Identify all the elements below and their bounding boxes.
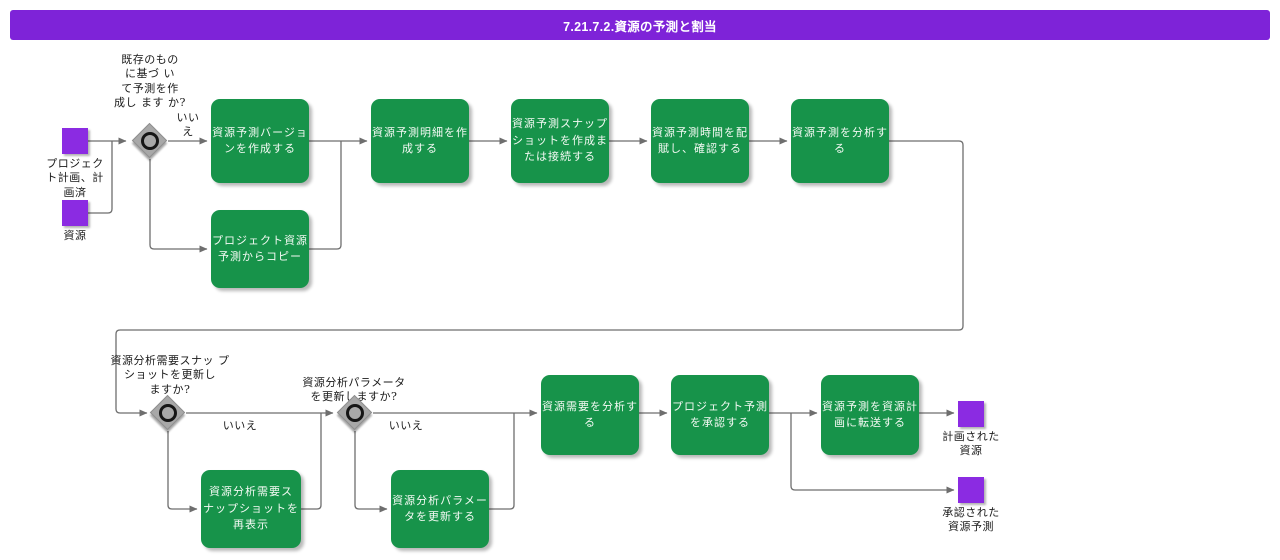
task-create-forecast-detail[interactable]: 資源予測明細を作 成する xyxy=(371,99,469,183)
task-approve-project-forecast[interactable]: プロジェクト予測 を承認する xyxy=(671,375,769,455)
task-create-forecast-detail-label: 資源予測明細を作 成する xyxy=(372,125,468,156)
connector-gateway3-down-to-update-params xyxy=(354,431,388,513)
start-event-project-plan[interactable] xyxy=(62,128,88,154)
gateway-create-from-existing[interactable] xyxy=(131,122,168,159)
connector-copy-merge xyxy=(309,141,342,250)
task-update-analysis-params[interactable]: 資源分析パラメー タを更新する xyxy=(391,470,489,548)
diagram-title-bar: 7.21.7.2.資源の予測と割当 xyxy=(10,10,1270,40)
task-analyze-demand-label: 資源需要を分析す る xyxy=(542,399,638,430)
task-analyze-demand[interactable]: 資源需要を分析す る xyxy=(541,375,639,455)
connector-redisplay-merge xyxy=(301,413,322,510)
end-event-planned-resource[interactable] xyxy=(958,401,984,427)
diagram-title: 7.21.7.2.資源の予測と割当 xyxy=(563,19,717,34)
branch-label-no-1: いい え xyxy=(176,111,200,139)
branch-label-no-3: いいえ xyxy=(388,419,424,432)
end-event-approved-forecast-label: 承認された 資源予測 xyxy=(942,506,1000,534)
task-analyze-forecast-label: 資源予測を分析す る xyxy=(792,125,888,156)
task-copy-project-forecast-label: プロジェクト資源 予測からコピー xyxy=(212,233,308,264)
end-event-planned-resource-label: 計画された 資源 xyxy=(942,430,1000,458)
task-create-or-connect-snapshot[interactable]: 資源予測スナップ ショットを作成ま たは接続する xyxy=(511,99,609,183)
task-redisplay-demand-snapshot-label: 資源分析需要ス ナップショットを 再表示 xyxy=(203,485,299,532)
connector-approve-branch-to-end2 xyxy=(790,413,955,494)
circle-gateway-icon xyxy=(159,404,177,422)
connector-gateway2-down-to-redisplay xyxy=(167,431,198,513)
task-allocate-confirm-time[interactable]: 資源予測時間を配 賦し、確認する xyxy=(651,99,749,183)
task-create-forecast-version[interactable]: 資源予測バージョ ンを作成する xyxy=(211,99,309,183)
question-update-snapshot: 資源分析需要スナッ プ ショットを更新し ますか? xyxy=(110,354,230,396)
circle-gateway-icon xyxy=(346,404,364,422)
gateway-update-params[interactable] xyxy=(336,394,373,431)
start-event-resource[interactable] xyxy=(62,200,88,226)
task-transfer-forecast-label: 資源予測を資源計 画に転送する xyxy=(822,399,918,430)
task-transfer-forecast[interactable]: 資源予測を資源計 画に転送する xyxy=(821,375,919,455)
task-redisplay-demand-snapshot[interactable]: 資源分析需要ス ナップショットを 再表示 xyxy=(201,470,301,548)
start-event-resource-label: 資源 xyxy=(63,229,87,242)
task-create-forecast-version-label: 資源予測バージョ ンを作成する xyxy=(212,125,308,156)
task-allocate-confirm-time-label: 資源予測時間を配 賦し、確認する xyxy=(652,125,748,156)
question-create-from-existing: 既存のもの に基づ い て予測を作 成し ます か? xyxy=(114,53,186,109)
start-event-project-plan-label: プロジェク ト計画、計 画済 xyxy=(46,157,104,199)
branch-label-no-2: いいえ xyxy=(222,419,258,432)
connector-update-params-merge xyxy=(489,413,515,510)
connector-analyze-loop-to-gateway2 xyxy=(115,140,964,417)
gateway-update-snapshot[interactable] xyxy=(149,394,186,431)
task-create-or-connect-snapshot-label: 資源予測スナップ ショットを作成ま たは接続する xyxy=(512,117,608,164)
task-update-analysis-params-label: 資源分析パラメー タを更新する xyxy=(392,493,488,524)
task-copy-project-forecast[interactable]: プロジェクト資源 予測からコピー xyxy=(211,210,309,288)
connector-gateway1-down-to-copy xyxy=(149,159,208,253)
circle-gateway-icon xyxy=(141,132,159,150)
end-event-approved-forecast[interactable] xyxy=(958,477,984,503)
task-approve-project-forecast-label: プロジェクト予測 を承認する xyxy=(672,399,768,430)
connector-start2-merge xyxy=(88,141,113,214)
task-analyze-forecast[interactable]: 資源予測を分析す る xyxy=(791,99,889,183)
